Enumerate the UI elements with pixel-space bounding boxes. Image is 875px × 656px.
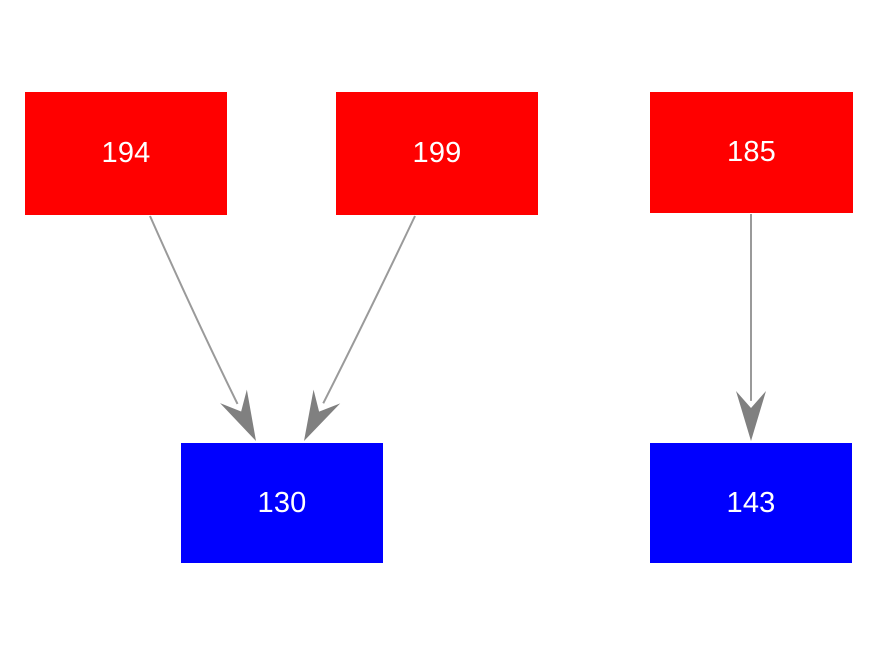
node-label-199: 199 [412,137,462,169]
node-130[interactable]: 130 [181,443,383,563]
node-label-185: 185 [727,136,776,168]
node-label-194: 194 [101,137,151,169]
node-label-130: 130 [257,486,307,519]
edge-line [322,215,416,404]
edge-194-to-130 [149,215,256,441]
node-194[interactable]: 194 [25,92,227,215]
edge-line [149,215,239,405]
node-label-143: 143 [726,486,776,519]
arrowhead [736,391,766,441]
node-143[interactable]: 143 [650,443,852,563]
edge-199-to-130 [304,215,416,441]
node-185[interactable]: 185 [650,92,853,213]
node-199[interactable]: 199 [336,92,538,215]
edge-185-to-143 [736,214,766,441]
arrowhead [304,389,341,441]
arrowhead [220,389,256,441]
